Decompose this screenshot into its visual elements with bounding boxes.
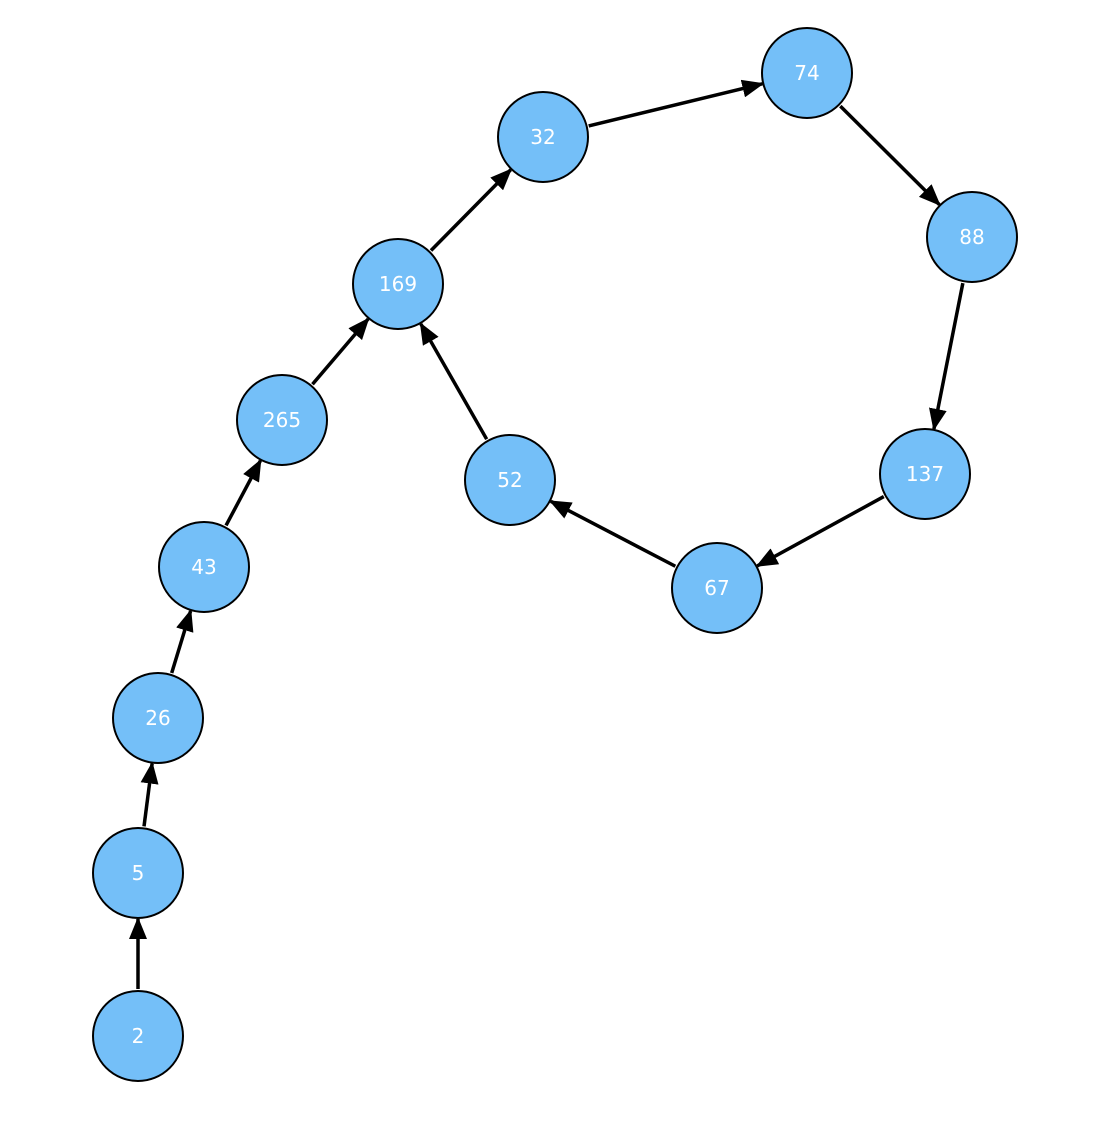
node-label: 5 bbox=[132, 861, 145, 885]
node-circle bbox=[926, 191, 1018, 283]
node-circle bbox=[92, 990, 184, 1082]
node-label: 67 bbox=[704, 576, 729, 600]
edge-5-to-26 bbox=[140, 761, 159, 827]
node-265: 265 bbox=[236, 374, 328, 466]
node-label: 88 bbox=[959, 225, 984, 249]
node-label: 137 bbox=[906, 462, 944, 486]
node-circle bbox=[158, 521, 250, 613]
edge-26-to-43 bbox=[170, 609, 194, 674]
node-169: 169 bbox=[352, 238, 444, 330]
node-32: 32 bbox=[497, 91, 589, 183]
edge-67-to-52 bbox=[549, 499, 677, 568]
edge-74-to-88 bbox=[839, 104, 941, 206]
node-circle bbox=[671, 542, 763, 634]
node-label: 32 bbox=[530, 125, 555, 149]
node-label: 74 bbox=[794, 61, 819, 85]
node-circle bbox=[879, 428, 971, 520]
node-26: 26 bbox=[112, 672, 204, 764]
node-label: 2 bbox=[132, 1024, 145, 1048]
edges-layer bbox=[129, 79, 965, 989]
node-circle bbox=[112, 672, 204, 764]
node-2: 2 bbox=[92, 990, 184, 1082]
node-circle bbox=[761, 27, 853, 119]
node-label: 52 bbox=[497, 468, 522, 492]
node-label: 265 bbox=[263, 408, 301, 432]
node-circle bbox=[92, 827, 184, 919]
edge-169-to-32 bbox=[429, 168, 513, 252]
node-67: 67 bbox=[671, 542, 763, 634]
node-88: 88 bbox=[926, 191, 1018, 283]
node-label: 26 bbox=[145, 706, 170, 730]
edge-32-to-74 bbox=[588, 79, 765, 128]
nodes-layer: 2 5 26 43 265 169 32 74 88 137 67 52 bbox=[92, 27, 1018, 1082]
node-circle bbox=[464, 434, 556, 526]
node-circle bbox=[352, 238, 444, 330]
node-label: 43 bbox=[191, 555, 216, 579]
edge-88-to-137 bbox=[929, 282, 965, 431]
edge-265-to-169 bbox=[311, 317, 370, 386]
node-circle bbox=[497, 91, 589, 183]
edge-137-to-67 bbox=[755, 495, 885, 568]
node-circle bbox=[236, 374, 328, 466]
node-5: 5 bbox=[92, 827, 184, 919]
edge-52-to-169 bbox=[419, 322, 489, 441]
node-137: 137 bbox=[879, 428, 971, 520]
node-74: 74 bbox=[761, 27, 853, 119]
edge-43-to-265 bbox=[224, 458, 262, 527]
node-52: 52 bbox=[464, 434, 556, 526]
node-43: 43 bbox=[158, 521, 250, 613]
node-label: 169 bbox=[379, 272, 417, 296]
